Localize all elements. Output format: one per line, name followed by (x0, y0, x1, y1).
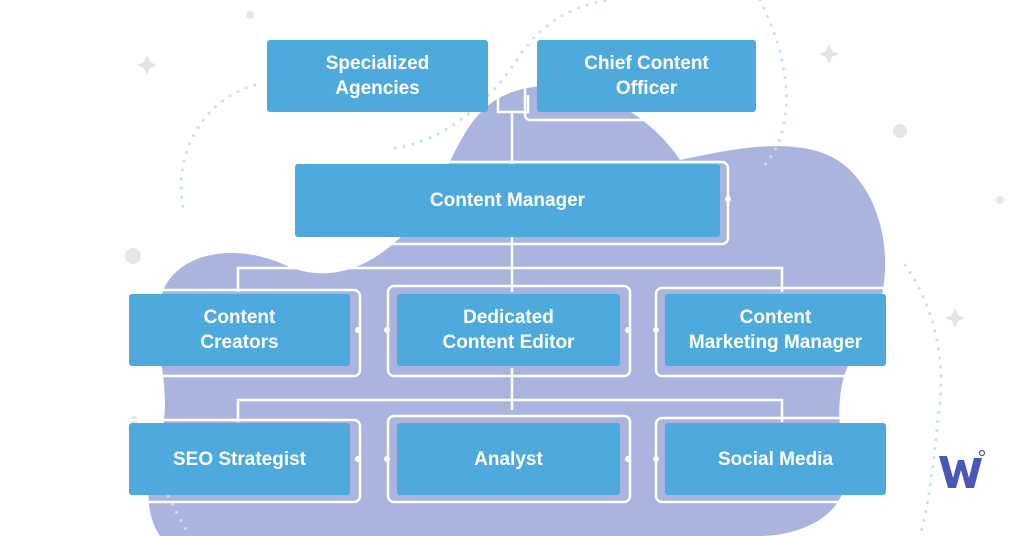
dotted-decoration (158, 0, 943, 536)
node-label: Content Marketing Manager (688, 307, 863, 353)
node-dedicated-content-editor: Dedicated Content Editor (397, 294, 620, 366)
sparkle-icon (137, 44, 965, 328)
node-label: Content Creators (200, 307, 279, 353)
node-content-creators: Content Creators (129, 294, 350, 366)
node-label: SEO Strategist (172, 448, 307, 470)
connector-lines (124, 38, 892, 504)
node-label: Analyst (474, 448, 543, 470)
node-chief-content-officer: Chief Content Officer (537, 40, 756, 112)
node-label: Specialized Agencies (325, 53, 430, 99)
node-social-media: Social Media (665, 423, 886, 495)
node-label: Social Media (717, 448, 834, 470)
connector-dots (355, 196, 731, 462)
node-specialized-agencies: Specialized Agencies (267, 40, 488, 112)
node-label: Content Manager (429, 190, 586, 211)
node-label: Chief Content Officer (584, 53, 709, 99)
decor-circles (125, 11, 1004, 424)
brand-w-logo-icon (939, 450, 986, 488)
node-analyst: Analyst (397, 423, 620, 495)
node-content-marketing-manager: Content Marketing Manager (665, 294, 886, 366)
node-label: Dedicated Content Editor (442, 307, 575, 353)
node-seo-strategist: SEO Strategist (129, 423, 350, 495)
node-content-manager: Content Manager (295, 164, 720, 237)
